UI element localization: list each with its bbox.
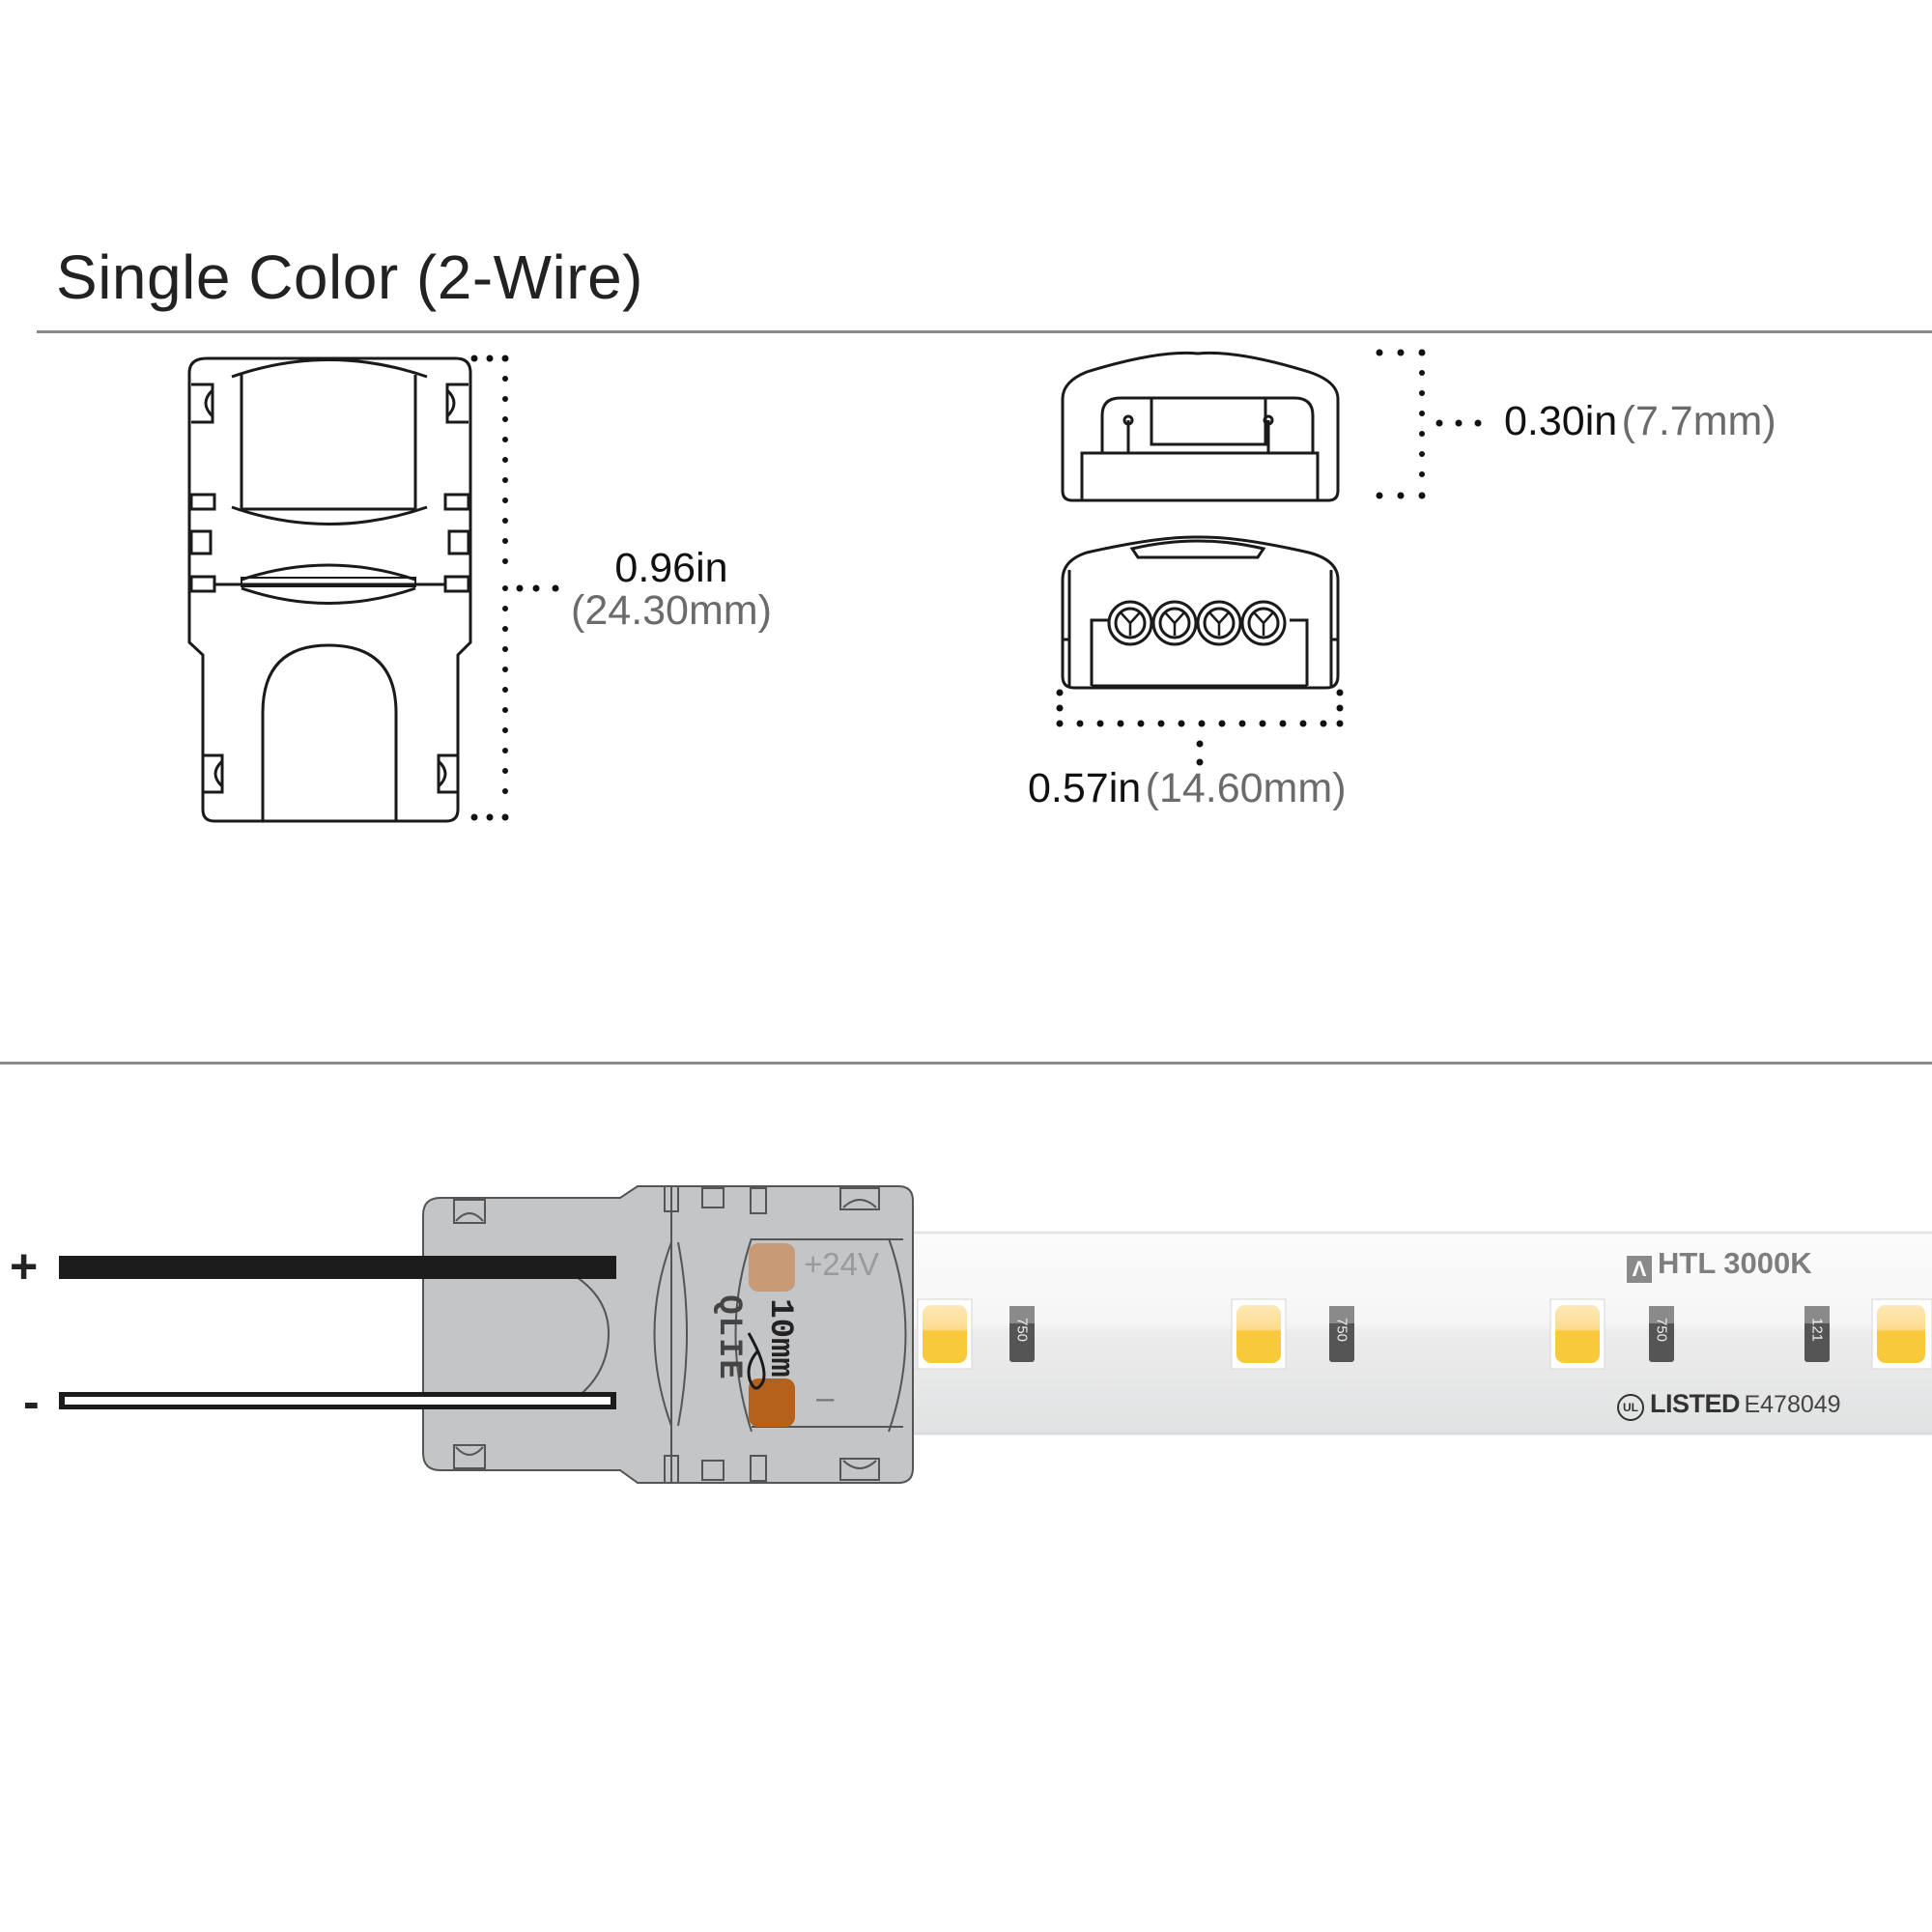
- listing-number: E478049: [1744, 1391, 1841, 1418]
- title-divider: [37, 330, 1932, 333]
- strip-cut-label: 10mm: [761, 1298, 798, 1378]
- pad-positive: [749, 1243, 795, 1292]
- negative-wire: [59, 1392, 616, 1409]
- pad-negative-label: –: [816, 1379, 835, 1415]
- connector-front-view-drawing: [1056, 535, 1344, 766]
- resistor-code: 121: [1808, 1317, 1826, 1343]
- connector-end-view-drawing: [1061, 349, 1482, 502]
- positive-wire: [59, 1256, 616, 1279]
- width-imperial: 0.57in: [1028, 765, 1142, 811]
- length-metric: (24.30mm): [571, 587, 772, 634]
- height-metric: (7.7mm): [1621, 398, 1776, 444]
- section-divider: [0, 1062, 1932, 1065]
- length-imperial: 0.96in: [614, 545, 728, 591]
- height-imperial: 0.30in: [1504, 398, 1618, 444]
- resistor-code: 750: [1013, 1317, 1031, 1343]
- pad-negative: [749, 1378, 795, 1427]
- connector-top-view-drawing: [187, 355, 559, 823]
- brand-logo-icon: Λ: [1627, 1256, 1652, 1283]
- positive-polarity-label: +: [10, 1239, 39, 1293]
- led-chips: [917, 1298, 1932, 1370]
- negative-polarity-label: -: [23, 1375, 40, 1429]
- resistors: [1009, 1306, 1830, 1362]
- connector-brand-text: QLIE: [710, 1294, 747, 1381]
- pad-positive-label: +24V: [804, 1246, 879, 1282]
- listing-text: LISTED: [1650, 1389, 1741, 1418]
- resistor-code: 750: [1653, 1317, 1670, 1343]
- ul-logo-icon: UL: [1617, 1394, 1644, 1421]
- width-dimension-label: 0.57in (14.60mm): [1028, 765, 1347, 812]
- length-dimension-label: 0.96in (24.30mm): [560, 547, 782, 632]
- connector-body: [422, 1185, 914, 1484]
- height-dimension-label: 0.30in (7.7mm): [1504, 398, 1776, 445]
- led-strip: [898, 1231, 1932, 1435]
- width-metric: (14.60mm): [1145, 765, 1347, 811]
- resistor-code: 750: [1333, 1317, 1350, 1343]
- section-title: Single Color (2-Wire): [56, 242, 643, 312]
